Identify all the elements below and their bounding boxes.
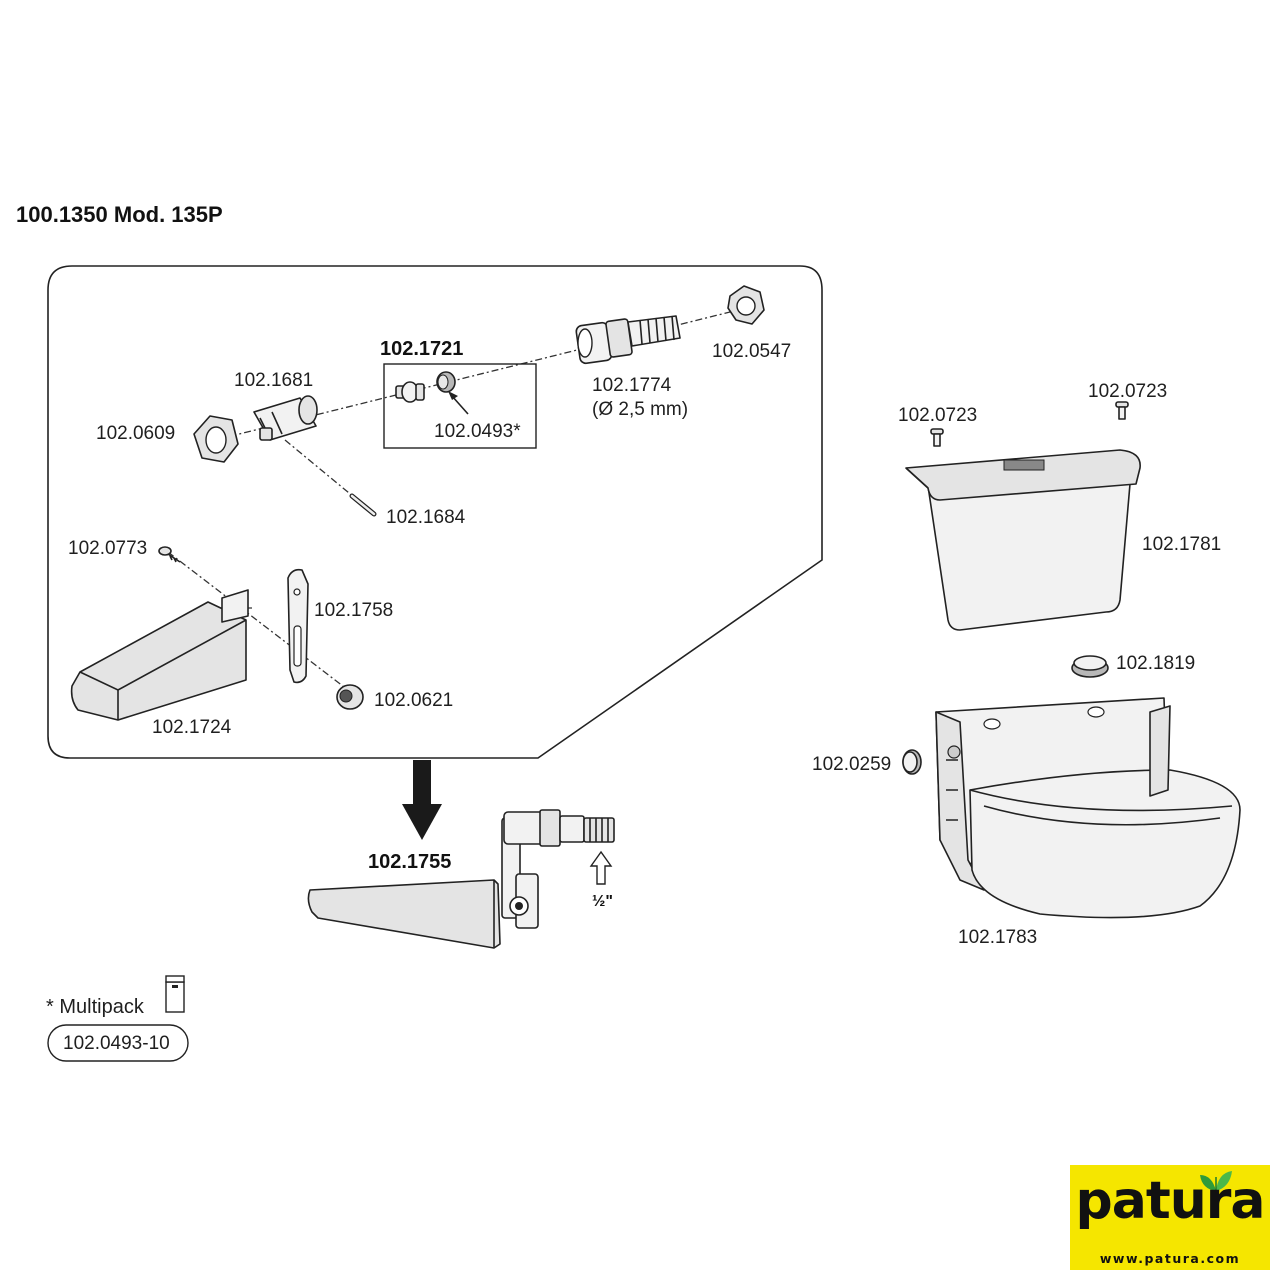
group-box-102-1721 — [383, 363, 537, 449]
part-102-0609-nut — [193, 415, 239, 463]
leaf-icon — [1200, 1171, 1232, 1191]
part-102-1755-float-valve — [307, 809, 615, 949]
detail-frame — [47, 265, 823, 759]
logo-url: www.patura.com — [1099, 1251, 1241, 1266]
label-102-1681: 102.1681 — [234, 370, 313, 391]
part-102-1724-float-cover — [70, 589, 249, 721]
multipack-code: 102.0493-10 — [63, 1033, 170, 1054]
part-102-1783-bowl — [935, 697, 1241, 919]
part-102-1758-bracket — [287, 568, 309, 684]
multipack-icon — [165, 975, 185, 1013]
label-102-1774-diameter: (Ø 2,5 mm) — [592, 399, 688, 420]
pointer-arrowhead-0493 — [448, 391, 458, 400]
label-102-0547: 102.0547 — [712, 341, 791, 362]
part-102-0493-seal — [436, 371, 456, 393]
label-102-1724: 102.1724 — [152, 717, 232, 738]
part-102-1781-cover — [905, 449, 1141, 631]
part-102-0259-plug — [902, 749, 922, 775]
label-102-0609: 102.0609 — [96, 423, 175, 444]
part-102-1684-pin — [349, 493, 377, 517]
part-102-0773-screw — [158, 546, 181, 563]
label-102-1819: 102.1819 — [1116, 653, 1195, 674]
logo-wordmark: patura — [1075, 1171, 1266, 1231]
part-102-1721-pin — [395, 381, 425, 403]
label-102-1781: 102.1781 — [1142, 534, 1221, 555]
part-102-1819-plug — [1071, 655, 1109, 678]
pointer-arrow-0493 — [451, 395, 469, 415]
part-102-0723-screw-left — [930, 428, 944, 447]
down-arrow — [402, 760, 442, 840]
part-102-0547-nut — [727, 285, 765, 325]
label-102-1755: 102.1755 — [368, 851, 451, 873]
label-102-1774: 102.1774 — [592, 375, 672, 396]
diagram-title: 100.1350 Mod. 135P — [16, 202, 223, 227]
label-102-0493: 102.0493* — [434, 421, 521, 442]
label-thread-size: ½" — [592, 893, 613, 910]
part-102-0621-grommet — [336, 684, 364, 710]
label-102-1783: 102.1783 — [958, 927, 1037, 948]
part-102-0723-screw-right — [1115, 401, 1129, 420]
part-102-1681-housing — [253, 395, 318, 441]
patura-logo: patura www.patura.com — [1070, 1165, 1270, 1270]
multipack-code-pill — [47, 1024, 189, 1062]
axis-line-top — [214, 311, 731, 441]
label-102-0723-left: 102.0723 — [898, 405, 977, 426]
part-102-1774-valve-body — [575, 315, 681, 365]
label-102-0621: 102.0621 — [374, 690, 453, 711]
label-102-1721: 102.1721 — [380, 338, 463, 360]
label-102-1684: 102.1684 — [386, 507, 466, 528]
label-102-1758: 102.1758 — [314, 600, 393, 621]
multipack-label: * Multipack — [46, 996, 145, 1018]
label-102-0773: 102.0773 — [68, 538, 147, 559]
label-102-0723-right: 102.0723 — [1088, 381, 1167, 402]
label-102-0259: 102.0259 — [812, 754, 891, 775]
thread-arrow — [589, 850, 613, 885]
